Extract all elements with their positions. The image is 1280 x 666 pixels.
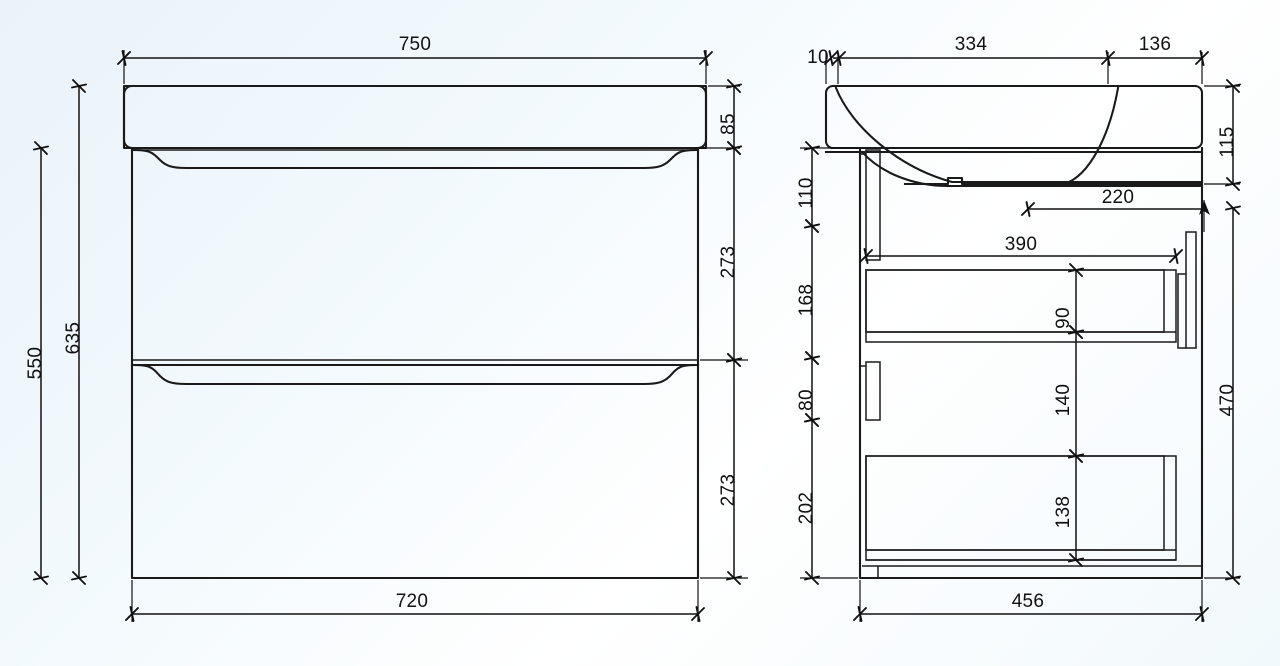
dim-label-10: 10 bbox=[807, 47, 829, 68]
dim-label-136: 136 bbox=[1139, 34, 1172, 55]
dim-label-273-lower: 273 bbox=[718, 474, 739, 507]
dim-720: 720 bbox=[125, 580, 705, 622]
dim-110: 110 bbox=[796, 141, 858, 233]
side-basin-block bbox=[824, 84, 1204, 150]
dim-635: 635 bbox=[63, 79, 87, 585]
dim-115: 115 bbox=[1204, 79, 1241, 191]
dim-label-168: 168 bbox=[796, 284, 817, 317]
dim-label-140: 140 bbox=[1053, 384, 1074, 417]
side-upper-drawer-inner bbox=[865, 269, 1165, 333]
side-basin-waste-notch bbox=[903, 86, 1120, 186]
dim-label-720: 720 bbox=[396, 591, 429, 612]
dim-label-456: 456 bbox=[1012, 591, 1045, 612]
side-upper-handle-profile bbox=[865, 149, 881, 261]
front-lower-handle-recess bbox=[130, 363, 700, 386]
side-basin-bowl-upper-curve bbox=[834, 86, 1204, 184]
dim-470: 470 bbox=[1204, 201, 1241, 585]
dim-273-upper: 273 bbox=[700, 141, 748, 367]
side-right-handle-bracket bbox=[1177, 273, 1186, 349]
dim-168: 168 bbox=[796, 219, 820, 365]
dim-label-470: 470 bbox=[1217, 384, 1238, 417]
dim-label-750: 750 bbox=[399, 34, 432, 55]
dim-138: 138 bbox=[1053, 449, 1084, 567]
front-basin-slab-outline bbox=[122, 84, 708, 150]
dim-top-chain-side: 10 334 136 bbox=[807, 34, 1209, 84]
front-basin-slab bbox=[122, 84, 708, 150]
dim-label-85: 85 bbox=[718, 113, 739, 135]
dim-label-202: 202 bbox=[796, 492, 817, 525]
dim-label-334: 334 bbox=[955, 34, 988, 55]
side-lower-drawer-box bbox=[865, 455, 1177, 561]
side-lower-drawer-inner bbox=[865, 455, 1165, 551]
dim-80: 80 bbox=[796, 351, 820, 427]
front-upper-handle-recess bbox=[130, 148, 700, 170]
dim-label-390: 390 bbox=[1005, 234, 1038, 255]
side-lower-handle-profile bbox=[865, 361, 881, 421]
dim-550: 550 bbox=[25, 141, 49, 585]
dim-label-80: 80 bbox=[796, 389, 817, 411]
dim-140: 140 bbox=[1053, 325, 1084, 463]
dim-label-138: 138 bbox=[1053, 496, 1074, 529]
side-upper-drawer-box bbox=[865, 269, 1177, 343]
dim-label-273-upper: 273 bbox=[718, 246, 739, 279]
side-right-handle-bar bbox=[1185, 231, 1197, 349]
side-elevation-view: 10 334 136 115 470 110 bbox=[796, 34, 1241, 622]
dim-220: 220 bbox=[1021, 187, 1210, 232]
dim-label-90: 90 bbox=[1053, 307, 1074, 329]
dim-750: 750 bbox=[117, 34, 713, 84]
dim-273-lower: 273 bbox=[700, 353, 748, 585]
dim-label-110: 110 bbox=[796, 177, 817, 208]
dim-390: 390 bbox=[859, 234, 1183, 264]
side-cabinet-body bbox=[858, 146, 1204, 580]
dim-90: 90 bbox=[1053, 263, 1084, 339]
side-basin-bowl-lower-curve bbox=[860, 150, 1204, 188]
dim-label-550: 550 bbox=[25, 347, 46, 380]
dim-label-635: 635 bbox=[63, 322, 84, 355]
dim-label-115: 115 bbox=[1217, 126, 1238, 157]
dim-label-220: 220 bbox=[1102, 187, 1135, 208]
dim-202: 202 bbox=[796, 413, 858, 585]
front-elevation-view: 750 635 550 85 bbox=[25, 34, 748, 622]
front-cabinet-body bbox=[130, 146, 700, 580]
dim-456: 456 bbox=[853, 580, 1209, 622]
